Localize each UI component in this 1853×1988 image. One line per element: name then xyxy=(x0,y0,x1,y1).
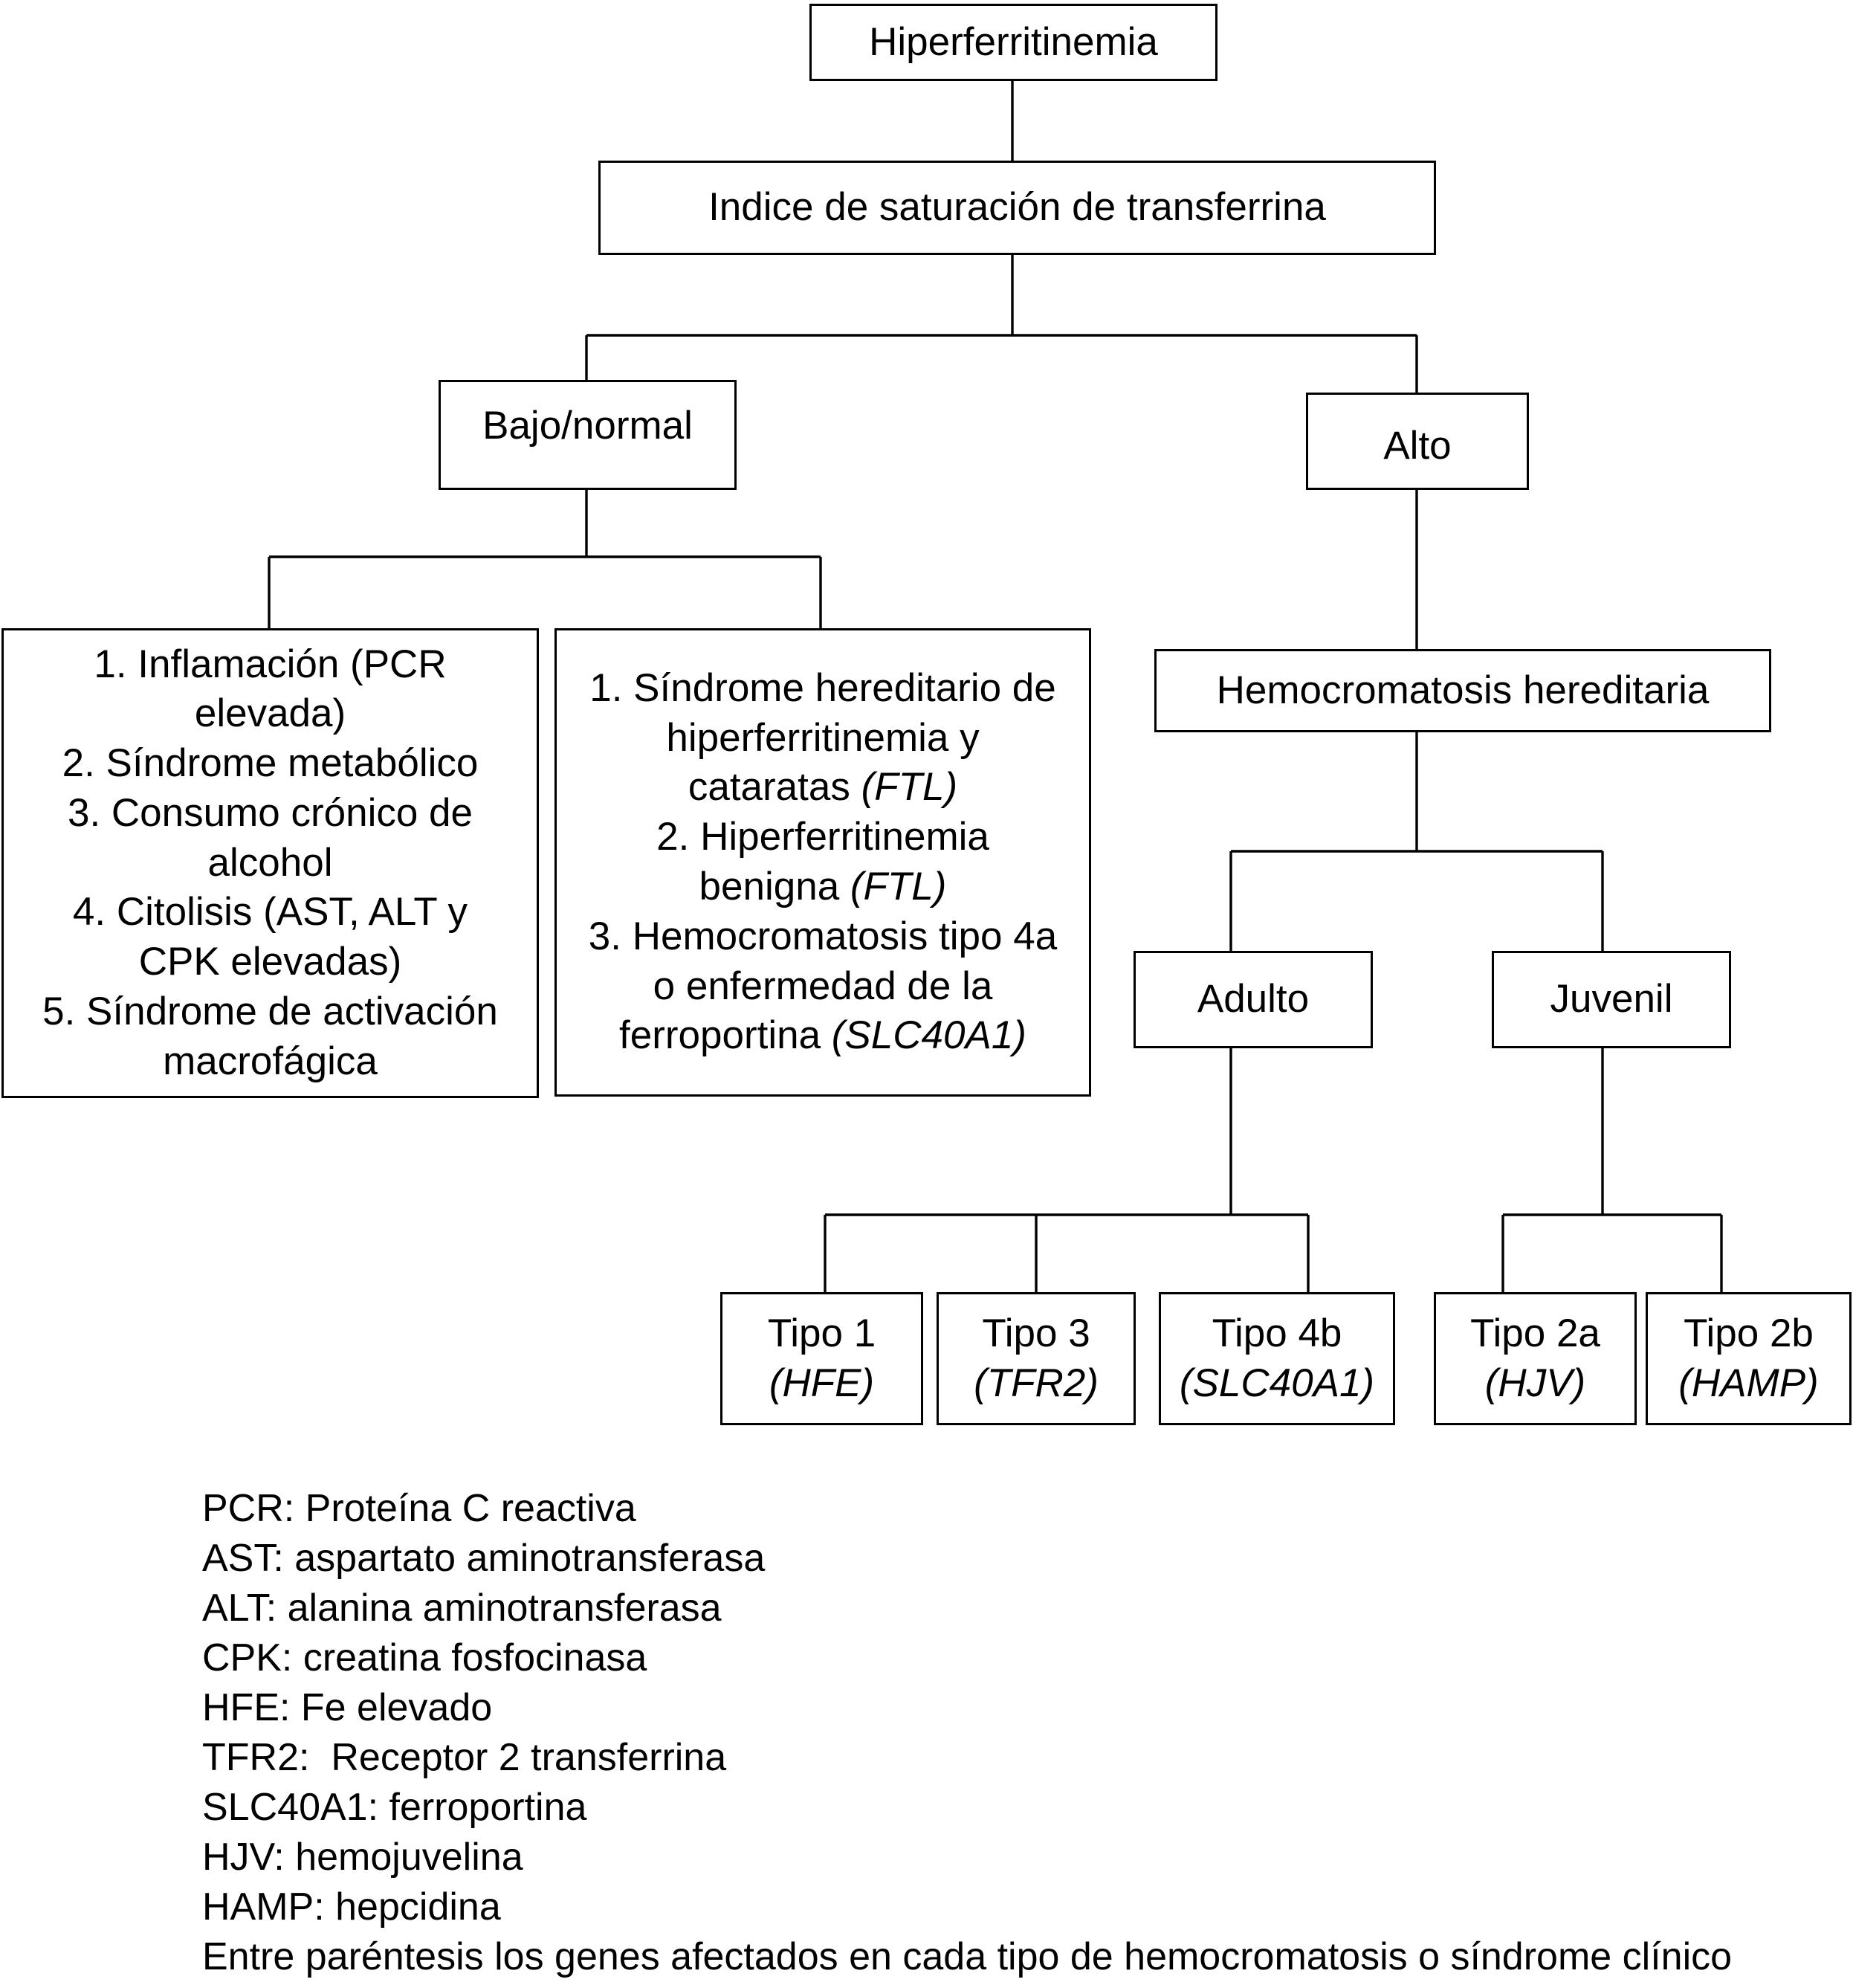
edge-saturation-branches xyxy=(585,253,1418,393)
legend-line: HFE: Fe elevado xyxy=(202,1686,493,1729)
node-type-2b: Tipo 2b (HAMP) xyxy=(1646,1292,1852,1425)
legend-line: TFR2: Receptor 2 transferrina xyxy=(202,1736,727,1779)
edge-adult-types xyxy=(824,1046,1310,1292)
edge-juvenile-types xyxy=(1501,1046,1723,1292)
genetic-line: o enfermedad de la xyxy=(653,964,993,1008)
edge-hemo-ages xyxy=(1229,730,1604,951)
genetic-line: 1. Síndrome hereditario de xyxy=(589,665,1056,710)
node-saturation-index: Indice de saturación de transferrina xyxy=(598,161,1436,255)
genetic-line: 3. Hemocromatosis tipo 4a xyxy=(588,914,1058,958)
legend-line: Entre paréntesis los genes afectados en … xyxy=(202,1935,1733,1978)
genetic-line: hiperferritinemia y xyxy=(666,715,980,760)
abbreviation-legend: PCR: Proteína C reactiva AST: aspartato … xyxy=(202,1484,1732,1982)
legend-line: AST: aspartato aminotransferasa xyxy=(202,1537,766,1580)
edge-low-children xyxy=(268,488,822,630)
node-hiperferritinemia: Hiperferritinemia xyxy=(809,4,1217,81)
genetic-line: benigna (FTL) xyxy=(699,865,947,909)
node-genetic-causes: 1. Síndrome hereditario de hiperferritin… xyxy=(554,628,1091,1097)
legend-line: HJV: hemojuvelina xyxy=(202,1836,523,1879)
legend-line: PCR: Proteína C reactiva xyxy=(202,1487,636,1530)
node-type-4b: Tipo 4b (SLC40A1) xyxy=(1159,1292,1395,1425)
node-adult: Adulto xyxy=(1134,951,1373,1048)
legend-line: CPK: creatina fosfocinasa xyxy=(202,1636,647,1679)
legend-line: ALT: alanina aminotransferasa xyxy=(202,1587,722,1630)
node-hereditary-hemochromatosis: Hemocromatosis hereditaria xyxy=(1154,649,1771,732)
legend-line: HAMP: hepcidina xyxy=(202,1885,501,1929)
node-type-2a: Tipo 2a (HJV) xyxy=(1434,1292,1637,1425)
node-low-normal: Bajo/normal xyxy=(439,380,737,490)
genetic-line: ferroportina (SLC40A1) xyxy=(619,1013,1026,1058)
node-juvenile: Juvenil xyxy=(1492,951,1731,1048)
node-type-1: Tipo 1 (HFE) xyxy=(720,1292,923,1425)
node-high: Alto xyxy=(1306,393,1529,490)
node-acquired-causes: 1. Inflamación (PCR elevada) 2. Síndrome… xyxy=(1,628,539,1098)
legend-line: SLC40A1: ferroportina xyxy=(202,1786,587,1829)
genetic-line: cataratas (FTL) xyxy=(688,765,958,810)
node-type-3: Tipo 3 (TFR2) xyxy=(937,1292,1136,1425)
genetic-line: 2. Hiperferritinemia xyxy=(656,815,989,859)
